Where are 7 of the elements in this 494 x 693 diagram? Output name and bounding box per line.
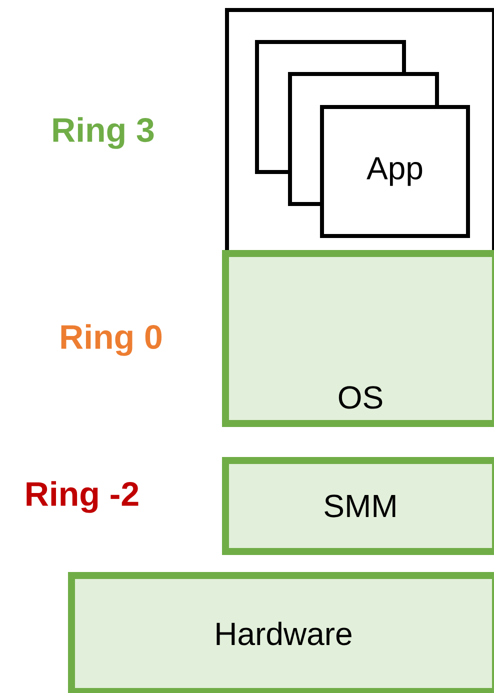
layer-box: SMM — [222, 457, 494, 555]
layer-box: OS — [222, 250, 494, 427]
window-box: App — [320, 105, 470, 238]
ring-label: Ring 0 — [61, 324, 162, 356]
layer-box: Hardware — [68, 572, 494, 693]
ring-label: Ring -2 — [26, 481, 138, 513]
ring-label: Ring 3 — [53, 117, 154, 149]
